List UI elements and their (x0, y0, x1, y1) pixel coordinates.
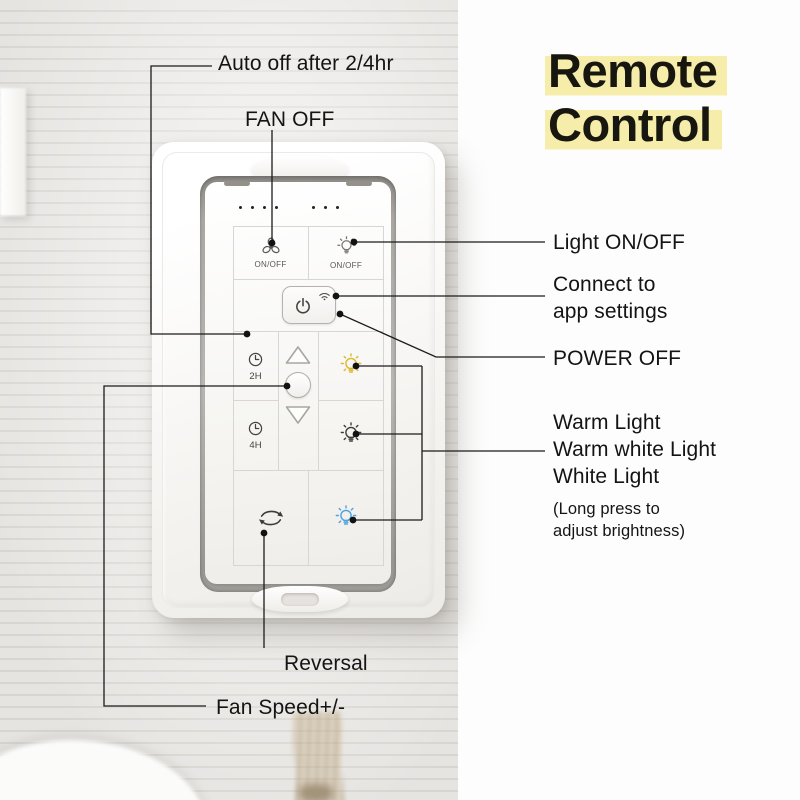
fan-onoff-label: ON/OFF (254, 260, 287, 269)
speed-center-button[interactable] (285, 372, 311, 398)
grid-line (308, 226, 309, 279)
cycle-arrows-icon (258, 510, 283, 526)
light-onoff-label: ON/OFF (329, 260, 363, 270)
power-button[interactable] (281, 286, 336, 324)
reversal-button[interactable] (233, 470, 308, 566)
label-connect-app: Connect to app settings (553, 273, 668, 323)
triangle-up-icon (285, 346, 311, 364)
label-light-modes: Warm Light Warm white Light White Light (553, 411, 717, 488)
grid-line (233, 331, 384, 332)
power-row (233, 279, 384, 331)
timer-2h-label: 2H (249, 370, 262, 382)
clock-icon (248, 352, 263, 366)
timer-4h-label: 4H (249, 440, 262, 451)
decor-vase (299, 784, 333, 800)
led-indicator-dots (239, 206, 339, 209)
bulb-rays-outline-icon (340, 422, 362, 442)
speed-up-button[interactable] (278, 338, 318, 372)
wall-art (0, 88, 26, 216)
grid-line (318, 331, 319, 470)
bulb-rays-blue-icon (335, 505, 357, 525)
bulb-rays-yellow-icon (340, 352, 362, 373)
title-line-2: Control (545, 98, 722, 152)
light-onoff-button[interactable]: ON/OFF (308, 226, 384, 279)
white-light-button[interactable] (308, 470, 384, 566)
timer-4h-button[interactable]: 4H (233, 400, 278, 470)
label-long-press-note: (Long press to adjust brightness) (553, 500, 686, 540)
warm-white-light-button[interactable] (318, 400, 384, 470)
warm-light-button[interactable] (318, 331, 384, 400)
speed-down-button[interactable] (278, 398, 318, 432)
clock-icon (248, 421, 263, 436)
remote-clip-right (346, 181, 372, 186)
page-title: Remote Control (545, 44, 728, 152)
power-icon (295, 297, 310, 314)
grid-line (318, 400, 384, 401)
screw-cover (281, 593, 319, 606)
triangle-down-icon (285, 406, 311, 424)
label-light-on-off: Light ON/OFF (553, 231, 685, 254)
label-power-off: POWER OFF (553, 347, 682, 370)
grid-line (308, 470, 309, 566)
fan-icon (261, 237, 280, 254)
title-line-1: Remote (545, 44, 728, 98)
bulb-icon (336, 235, 356, 253)
remote-clip-left (224, 181, 250, 186)
grid-line (233, 279, 384, 280)
timer-2h-button[interactable]: 2H (233, 331, 278, 400)
wifi-icon (318, 293, 330, 301)
fan-onoff-button[interactable]: ON/OFF (233, 226, 308, 279)
